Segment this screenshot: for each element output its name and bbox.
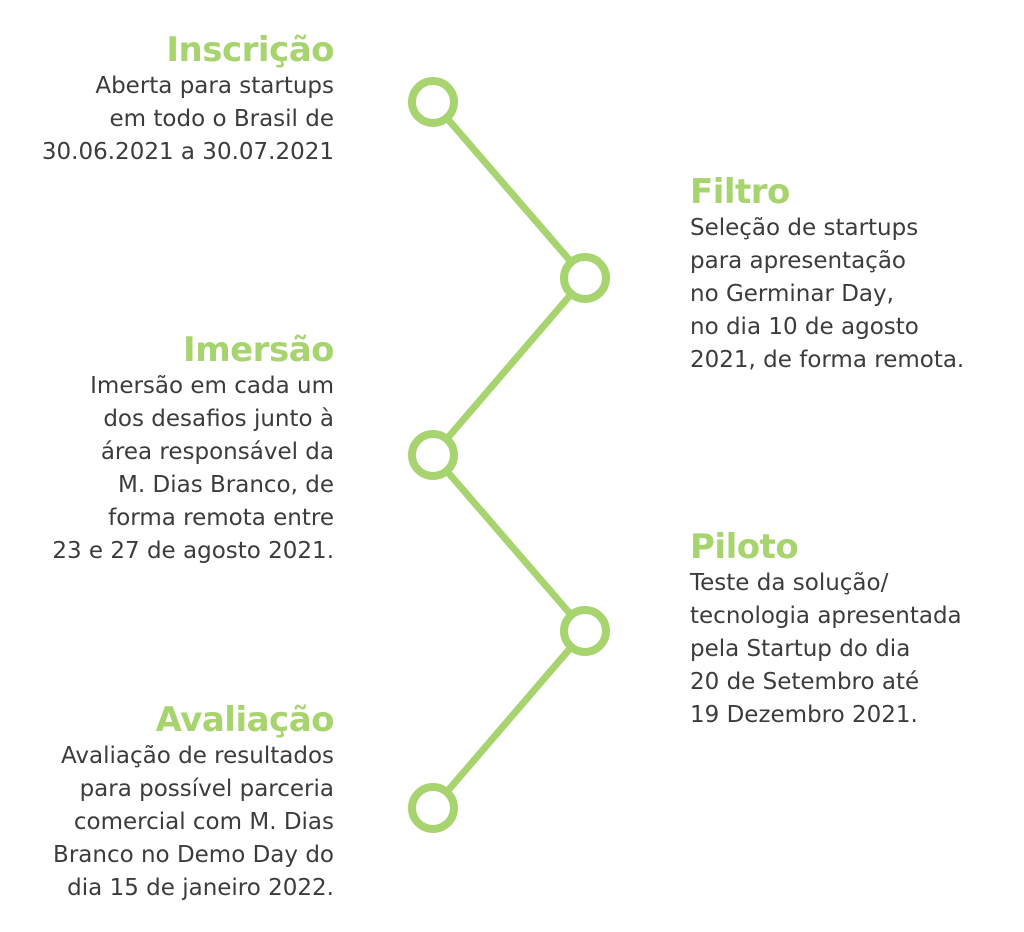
timeline-node-filtro <box>560 253 610 303</box>
timeline-node-inscricao <box>408 77 458 127</box>
step-title-filtro: Filtro <box>690 172 790 212</box>
step-description-imersao: Imersão em cada um dos desafios junto à … <box>52 373 334 564</box>
step-description-avaliacao: Avaliação de resultados para possível pa… <box>53 743 334 901</box>
step-imersao: Imersão Imersão em cada um dos desafios … <box>52 330 334 568</box>
timeline-connector-2 <box>429 274 589 459</box>
step-inscricao: Inscrição Aberta para startups em todo o… <box>41 30 335 169</box>
timeline-connector-1 <box>429 98 589 282</box>
timeline-connectors <box>429 98 589 812</box>
timeline-connector-4 <box>429 627 589 812</box>
step-title-inscricao: Inscrição <box>166 30 334 70</box>
timeline-node-avaliacao <box>408 783 458 833</box>
timeline-node-imersao <box>408 430 458 480</box>
step-title-imersao: Imersão <box>183 330 334 370</box>
step-title-piloto: Piloto <box>690 527 799 567</box>
step-avaliacao: Avaliação Avaliação de resultados para p… <box>53 700 334 905</box>
step-description-piloto: Teste da solução/ tecnologia apresentada… <box>690 570 962 728</box>
timeline-nodes <box>408 77 610 833</box>
timeline-connector-3 <box>429 451 589 635</box>
step-title-avaliacao: Avaliação <box>155 700 335 740</box>
step-description-inscricao: Aberta para startups em todo o Brasil de… <box>41 73 334 165</box>
step-description-filtro: Seleção de startups para apresentação no… <box>690 215 965 373</box>
step-filtro: Filtro Seleção de startups para apresent… <box>690 172 964 377</box>
step-piloto: Piloto Teste da solução/ tecnologia apre… <box>690 527 962 732</box>
timeline-node-piloto <box>560 606 610 656</box>
